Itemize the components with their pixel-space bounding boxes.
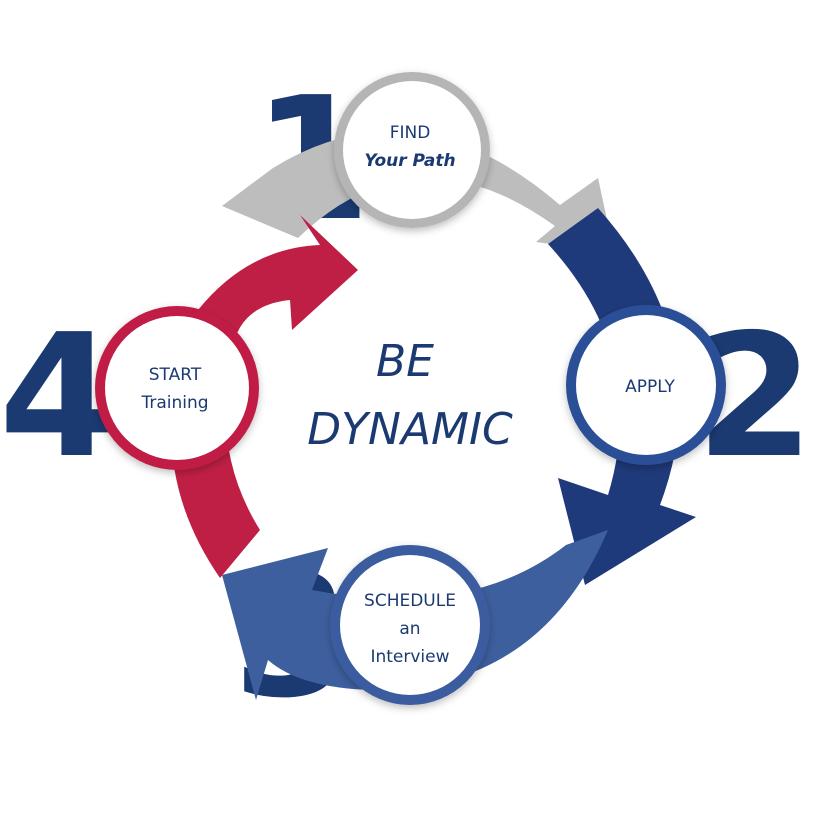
step-3-title: SCHEDULE: [364, 591, 456, 611]
step-1-subtitle: Your Path: [364, 151, 455, 171]
step-4-node: [95, 306, 259, 470]
step-1-node: [334, 72, 490, 228]
center-title-line2: DYNAMIC: [307, 404, 513, 455]
step-3-line2: an: [399, 619, 420, 639]
step-2-node: [566, 305, 726, 465]
arrow-step-4: [171, 215, 358, 578]
step-2-title: APPLY: [625, 377, 675, 397]
center-title-line1: BE: [376, 336, 434, 387]
step-4-title: START: [149, 365, 202, 385]
step-1-title: FIND: [390, 123, 431, 143]
step-4-subtitle: Training: [140, 393, 208, 413]
step-3-node: [330, 545, 490, 705]
arrow-step-1: [222, 131, 614, 252]
step-3-line3: Interview: [370, 647, 449, 667]
